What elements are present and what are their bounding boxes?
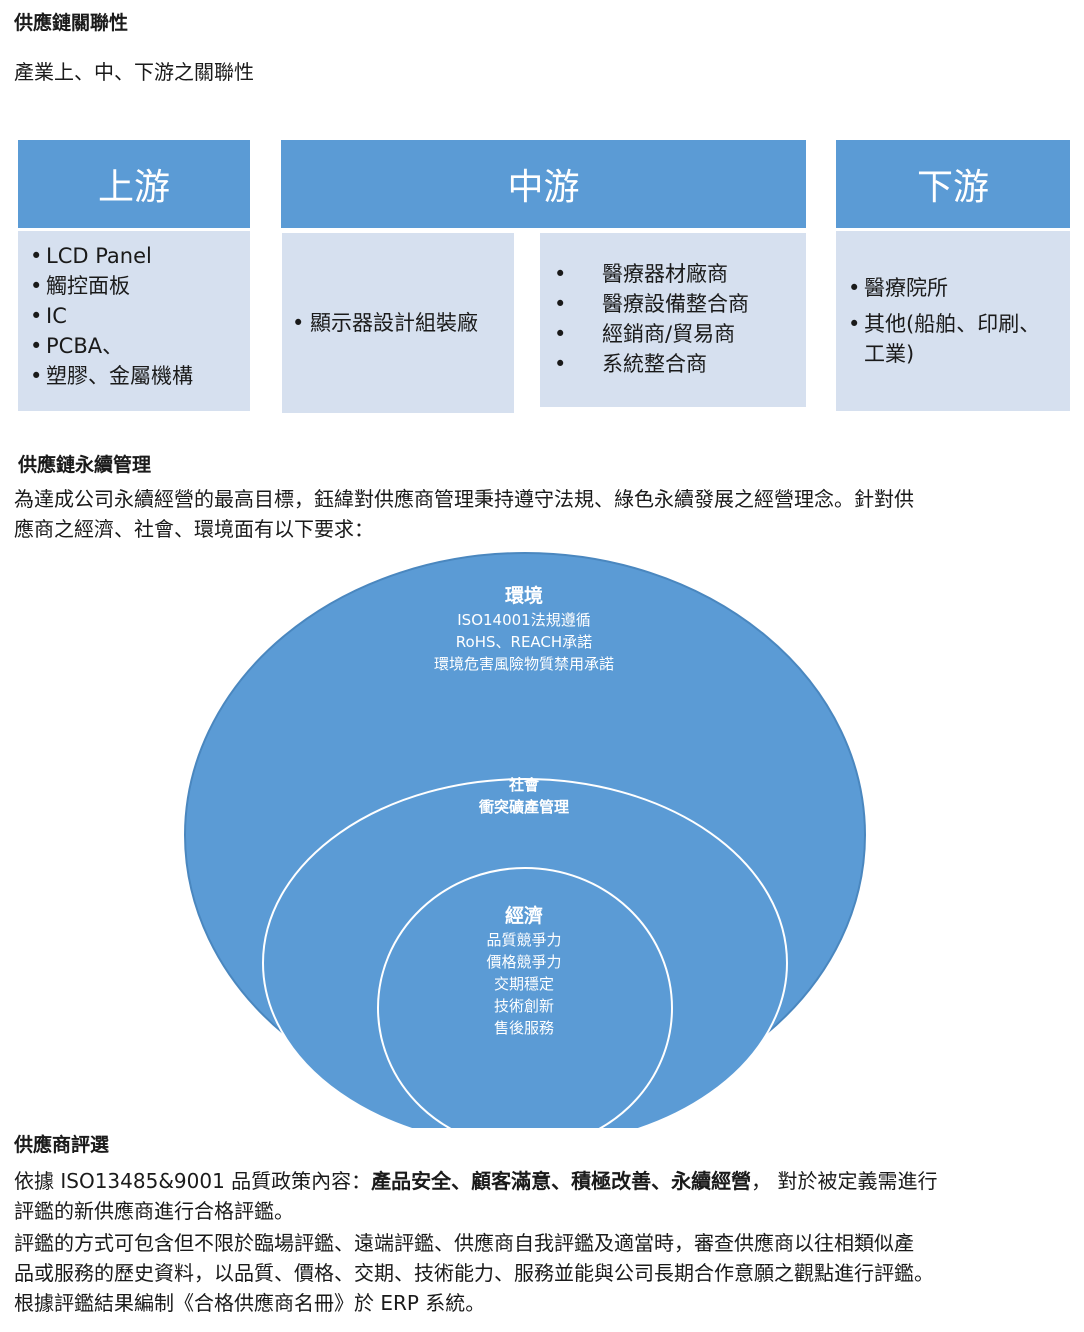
list-item: •PCBA、 (30, 334, 124, 358)
downstream-header: 下游 (836, 140, 1070, 228)
section-title-supplier-evaluation: 供應商評選 (14, 1134, 110, 1156)
upstream-label: 上游 (97, 167, 170, 208)
downstream-label: 下游 (916, 167, 989, 208)
list-item: •經銷商/貿易商 (554, 322, 736, 346)
section-title-supply-chain: 供應鏈關聯性 (14, 12, 129, 34)
midstream-right-body: •醫療器材廠商 •醫療設備整合商 •經銷商/貿易商 •系統整合商 (540, 233, 806, 407)
evaluation-para-line1: 依據 ISO13485&9001 品質政策內容：產品安全、顧客滿意、積極改善、永… (14, 1166, 938, 1196)
environment-line: ISO14001法規遵循 (457, 611, 591, 629)
society-title: 社會 (508, 776, 539, 794)
midstream-header: 中游 (281, 140, 806, 228)
environment-title: 環境 (504, 585, 543, 607)
list-item: •醫療設備整合商 (554, 292, 749, 316)
sustainability-para-line1: 為達成公司永續經營的最高目標，鈺緯對供應商管理秉持遵守法規、綠色永續發展之經營理… (14, 487, 914, 511)
economy-line: 品質競爭力 (486, 931, 562, 949)
section-subtitle: 產業上、中、下游之關聯性 (14, 60, 254, 84)
evaluation-para-line3: 評鑑的方式可包含但不限於臨場評鑑、遠端評鑑、供應商自我評鑑及適當時，審查供應商以… (14, 1231, 914, 1255)
upstream-header: 上游 (18, 140, 250, 228)
sustainability-para-line2: 應商之經濟、社會、環境面有以下要求： (14, 517, 374, 541)
society-text: 社會 衝突礦產管理 (324, 774, 724, 818)
inner-ellipse-economy (377, 867, 673, 1128)
economy-line: 技術創新 (493, 997, 554, 1015)
economy-line: 價格競爭力 (486, 953, 562, 971)
evaluation-para-line4: 品或服務的歷史資料，以品質、價格、交期、技術能力、服務並能與公司長期合作意願之觀… (14, 1261, 934, 1285)
economy-line: 交期穩定 (493, 975, 554, 993)
evaluation-para-line2: 評鑑的新供應商進行合格評鑑。 (14, 1199, 294, 1223)
downstream-body: •醫療院所 •其他(船舶、印刷、 工業) (836, 231, 1070, 411)
section-title-sustainability: 供應鏈永續管理 (18, 454, 152, 476)
economy-text: 經濟 品質競爭力 價格競爭力 交期穩定 技術創新 售後服務 (324, 903, 724, 1039)
economy-line: 售後服務 (493, 1019, 554, 1037)
list-item: •其他(船舶、印刷、 (848, 312, 1041, 336)
economy-title: 經濟 (504, 905, 543, 927)
list-item: •塑膠、金屬機構 (30, 364, 193, 388)
list-item: •系統整合商 (554, 352, 707, 376)
environment-line: RoHS、REACH承諾 (455, 633, 593, 651)
environment-line: 環境危害風險物質禁用承諾 (433, 655, 614, 673)
policy-keywords: 產品安全、顧客滿意、積極改善、永續經營 (371, 1169, 752, 1193)
society-line: 衝突礦產管理 (478, 798, 569, 816)
upstream-body: •LCD Panel •觸控面板 •IC •PCBA、 •塑膠、金屬機構 (18, 231, 250, 411)
list-item: •IC (30, 304, 67, 328)
list-item: •觸控面板 (30, 274, 130, 298)
list-item: 工業) (864, 342, 915, 366)
policy-suffix: ， 對於被定義需進行 (751, 1169, 938, 1193)
requirements-diagram (184, 552, 866, 1128)
list-item: •LCD Panel (30, 244, 152, 268)
midstream-left-body: •顯示器設計組裝廠 (282, 233, 514, 413)
policy-prefix: 依據 ISO13485&9001 品質政策內容： (14, 1169, 372, 1193)
midstream-label: 中游 (507, 167, 580, 208)
list-item: •醫療院所 (848, 276, 948, 300)
list-item: •醫療器材廠商 (554, 262, 728, 286)
list-item: •顯示器設計組裝廠 (292, 311, 478, 335)
environment-text: 環境 ISO14001法規遵循 RoHS、REACH承諾 環境危害風險物質禁用承… (324, 583, 724, 675)
evaluation-para-line5: 根據評鑑結果編制《合格供應商名冊》於 ERP 系統。 (14, 1291, 486, 1315)
